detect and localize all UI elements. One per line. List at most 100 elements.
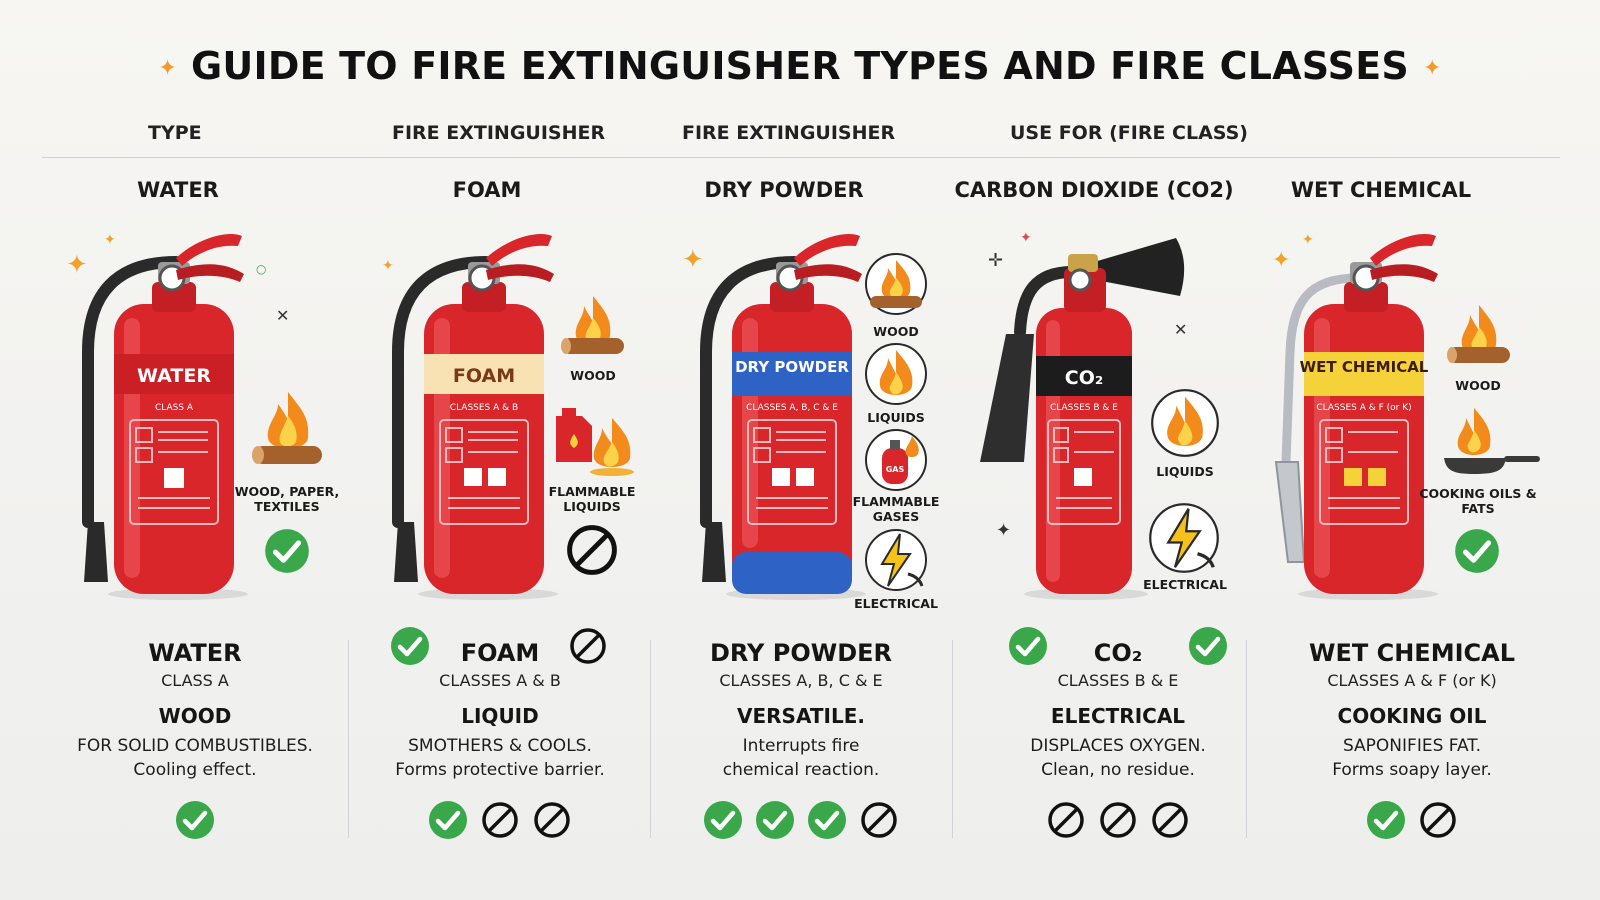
prohibited-icon <box>1048 802 1084 838</box>
summary-name-wet-chemical: WET CHEMICAL <box>1309 639 1515 667</box>
extinguisher-class-label: CLASSES A & F (or K) <box>1316 403 1411 413</box>
summary-name-co2: CO₂ <box>1093 639 1143 667</box>
summary-classes: CLASSES A, B, C & E <box>719 671 883 690</box>
sparkle-icon: ✦ <box>382 258 394 274</box>
summary-description-line: Forms protective barrier. <box>395 760 605 780</box>
band-label: DRY POWDER <box>735 358 849 376</box>
prohibited-icon <box>1152 802 1188 838</box>
check-icon <box>265 529 309 573</box>
extinguisher-class-label: CLASS A <box>155 403 194 413</box>
summary-description: SMOTHERS & COOLS. Forms protective barri… <box>350 734 650 782</box>
summary-description-line: Cooling effect. <box>133 760 257 780</box>
summary-name-water: WATER <box>148 639 242 667</box>
extinguisher-class-label: CLASSES A, B, C & E <box>746 403 838 413</box>
co2-extinguisher-illustration: CO₂ CLASSES B & E <box>980 238 1185 600</box>
sparkle-icon: ✦ <box>1272 248 1291 273</box>
check-icon <box>808 801 846 839</box>
band-label: WET CHEMICAL <box>1300 358 1429 376</box>
page-title: ✦GUIDE TO FIRE EXTINGUISHER TYPES AND FI… <box>0 44 1600 88</box>
column-divider <box>952 640 953 838</box>
header-fire-extinguisher-1: FIRE EXTINGUISHER <box>392 122 606 144</box>
sparkle-icon: ✦ <box>104 232 116 248</box>
column-title-foam: FOAM <box>452 178 522 202</box>
summary-description-line: DISPLACES OXYGEN. <box>1030 736 1206 756</box>
summary-classes: CLASSES A & F (or K) <box>1327 671 1497 690</box>
prohibited-icon <box>861 802 897 838</box>
sparkle-icon: ✦ <box>1302 232 1314 248</box>
sparkle-icon: ✕ <box>1174 320 1188 339</box>
extinguisher-class-label: CLASSES A & B <box>450 403 518 413</box>
prohibited-icon <box>482 802 518 838</box>
header-use-for: USE FOR (FIRE CLASS) <box>1010 122 1248 144</box>
icon-label: LIQUIDS <box>1156 464 1214 479</box>
gas-cylinder-icon: GAS <box>865 429 927 491</box>
icon-label: LIQUIDS <box>867 410 925 425</box>
summary-name-foam: FOAM <box>460 639 540 667</box>
prohibited-icon <box>567 525 617 575</box>
extinguisher-class-label: CLASSES B & E <box>1050 403 1118 413</box>
sparkle-icon: ✦ <box>1020 230 1032 246</box>
summary-name-dry-powder: DRY POWDER <box>709 639 893 667</box>
icon-label: FLAMMABLE GASES <box>852 494 940 524</box>
icon-label: WOOD <box>873 324 919 339</box>
wood-fire-icon <box>865 253 927 315</box>
check-icon <box>704 801 742 839</box>
icon-label: WOOD, PAPER, TEXTILES <box>234 484 340 514</box>
band-label: WATER <box>137 365 211 387</box>
check-icon <box>429 801 467 839</box>
summary-description-line: SMOTHERS & COOLS. <box>408 736 592 756</box>
column-title-water: WATER <box>137 178 219 202</box>
summary-description: SAPONIFIES FAT. Forms soapy layer. <box>1262 734 1562 782</box>
check-icon <box>176 801 214 839</box>
summary-heading: LIQUID <box>461 704 539 728</box>
prohibited-icon <box>534 802 570 838</box>
foam-extinguisher-illustration: FOAM CLASSES A & B <box>392 234 558 600</box>
column-divider <box>348 640 349 838</box>
dry-powder-extinguisher-illustration: DRY POWDER CLASSES A, B, C & E <box>700 234 866 600</box>
column-title-co2: CARBON DIOXIDE (CO2) <box>954 178 1234 202</box>
header-type: TYPE <box>148 122 202 144</box>
summary-description: Interrupts fire chemical reaction. <box>651 734 951 782</box>
icon-label: ELECTRICAL <box>854 596 938 611</box>
prohibited-icon <box>1100 802 1136 838</box>
electrical-icon <box>865 529 927 591</box>
summary-description: DISPLACES OXYGEN. Clean, no residue. <box>968 734 1268 782</box>
prohibited-icon <box>570 628 606 664</box>
wood-fire-icon <box>1447 305 1510 363</box>
fuel-can-fire-icon <box>556 408 634 476</box>
check-icon <box>1009 627 1047 665</box>
check-icon <box>1455 529 1499 573</box>
icon-label: ELECTRICAL <box>1143 577 1227 592</box>
summary-description-line: SAPONIFIES FAT. <box>1342 736 1482 756</box>
summary-description-line: Forms soapy layer. <box>1332 760 1492 780</box>
pan-fire-icon <box>1444 408 1540 474</box>
summary-heading: ELECTRICAL <box>1050 704 1186 728</box>
wood-fire-icon <box>252 392 322 464</box>
sparkle-icon: ✦ <box>682 245 704 275</box>
liquid-fire-icon <box>865 343 927 405</box>
dot-icon: ○ <box>256 262 267 276</box>
check-icon <box>756 801 794 839</box>
water-extinguisher-illustration: WATER CLASS A <box>82 234 248 600</box>
summary-heading: VERSATILE. <box>737 704 865 728</box>
column-title-dry-powder: DRY POWDER <box>704 178 864 202</box>
icon-label: WOOD <box>1455 378 1501 393</box>
summary-heading: COOKING OIL <box>1337 704 1487 728</box>
check-icon <box>1189 627 1227 665</box>
summary-description-line: Clean, no residue. <box>1041 760 1195 780</box>
summary-description-line: FOR SOLID COMBUSTIBLES. <box>77 736 313 756</box>
header-divider <box>42 157 1560 158</box>
wet-chemical-extinguisher-illustration: WET CHEMICAL CLASSES A & F (or K) <box>1274 234 1438 600</box>
header-fire-extinguisher-2: FIRE EXTINGUISHER <box>682 122 896 144</box>
svg-text:GAS: GAS <box>886 465 905 474</box>
summary-classes: CLASSES A & B <box>439 671 561 690</box>
prohibited-icon <box>1420 802 1456 838</box>
summary-description-line: chemical reaction. <box>722 760 880 780</box>
summary-description-line: Interrupts fire <box>742 736 860 756</box>
summary-classes: CLASSES B & E <box>1057 671 1179 690</box>
column-divider <box>1246 640 1247 838</box>
sparkle-icon: ✦ <box>158 56 178 81</box>
check-icon <box>1367 801 1405 839</box>
check-icon <box>391 627 429 665</box>
wood-fire-icon <box>561 296 624 354</box>
